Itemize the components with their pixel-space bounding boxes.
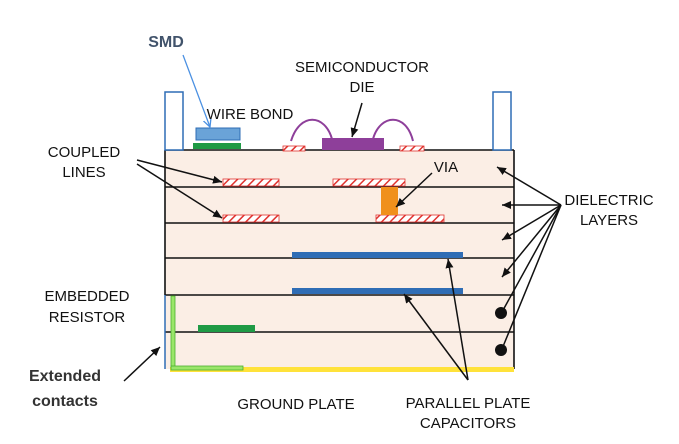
label-extended-line2: contacts [32, 393, 98, 410]
label-semiconductor-line2: DIE [349, 79, 374, 96]
label-ground-plate: GROUND PLATE [237, 396, 354, 413]
pointer-semiconductor-die [350, 102, 363, 138]
capacitor-plate-lower [292, 288, 463, 294]
extended-contact-vertical [170, 295, 176, 369]
coupled-line-lower-right [375, 214, 445, 223]
pointer-extended-contacts [123, 346, 161, 382]
label-dielectric-line1: DIELECTRIC [564, 192, 653, 209]
pointer-dielectric-5 [501, 204, 562, 313]
embedded-resistor [198, 325, 255, 332]
label-via: VIA [434, 159, 458, 176]
coupled-line-upper-left [222, 178, 280, 187]
extended-contact-horizontal [170, 365, 244, 371]
pointer-dielectric-6 [501, 204, 562, 350]
smd-pad [193, 143, 241, 149]
capacitor-plate-upper [292, 252, 463, 258]
label-extended-line1: Extended [29, 368, 101, 385]
wire-bond-pad-right [399, 145, 425, 152]
wire-bond-left [290, 118, 333, 142]
label-dielectric-line2: LAYERS [580, 212, 638, 229]
pointer-via [395, 172, 433, 208]
contact-dot-upper [495, 307, 507, 319]
label-coupled-line2: LINES [62, 164, 105, 181]
pointer-coupled-lower [136, 163, 223, 219]
label-smd: SMD [148, 34, 184, 51]
coupled-line-upper-right [332, 178, 406, 187]
label-embedded-line1: EMBEDDED [44, 288, 129, 305]
wire-bond-right [372, 118, 414, 142]
wire-bond-pad-left [282, 145, 306, 152]
layer-lines [164, 149, 515, 369]
pointer-dielectric-1 [496, 166, 562, 206]
pointer-lines [123, 102, 562, 382]
via [381, 187, 398, 215]
left-side-post [164, 91, 184, 151]
pointer-dielectric-3 [501, 204, 562, 241]
label-parallel-line2: CAPACITORS [420, 415, 516, 432]
pointer-dielectric-4 [501, 204, 562, 278]
ground-plate [170, 367, 514, 372]
pointer-capacitor-upper [445, 258, 469, 381]
pointer-coupled-upper [136, 159, 223, 184]
semiconductor-die [322, 138, 384, 150]
smd-component [195, 127, 241, 141]
label-parallel-line1: PARALLEL PLATE [406, 395, 531, 412]
right-side-post [492, 91, 512, 151]
label-coupled-line1: COUPLED [48, 144, 121, 161]
contact-dot-lower [495, 344, 507, 356]
label-embedded-line2: RESISTOR [49, 309, 126, 326]
coupled-line-lower-left [222, 214, 280, 223]
label-semiconductor-line1: SEMICONDUCTOR [295, 59, 429, 76]
pointer-smd [182, 54, 210, 127]
pointer-capacitor-lower [403, 293, 469, 381]
label-wire-bond: WIRE BOND [207, 106, 294, 123]
